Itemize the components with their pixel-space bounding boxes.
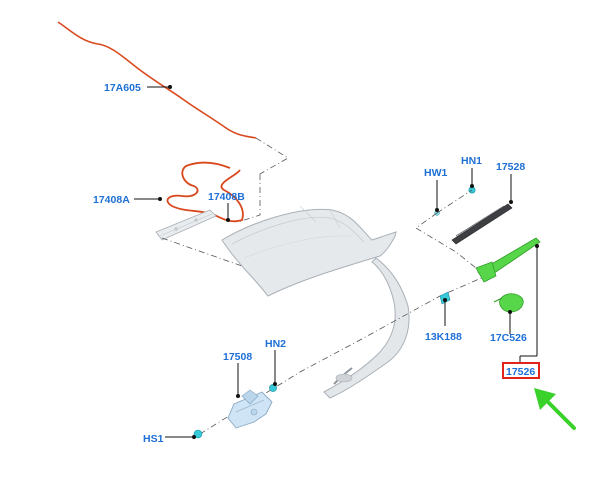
green-arrow-icon (534, 388, 576, 430)
dash-line-hose-box (237, 137, 289, 223)
label-13k188[interactable]: 13K188 (425, 331, 462, 343)
label-hs1[interactable]: HS1 (143, 433, 164, 445)
dash-line-blade-box (415, 189, 487, 277)
wiper-blade (451, 203, 513, 245)
washer-hose (57, 21, 257, 139)
label-17408b[interactable]: 17408B (208, 191, 245, 203)
label-17408a[interactable]: 17408A (93, 194, 130, 206)
wiper-arm-highlighted (475, 237, 541, 283)
label-hn2[interactable]: HN2 (265, 338, 286, 350)
clip-hs1 (193, 429, 203, 439)
label-17528[interactable]: 17528 (496, 161, 525, 173)
wiper-arm-cap (493, 293, 524, 313)
label-17c526[interactable]: 17C526 (490, 332, 527, 344)
liftgate-frame (323, 257, 410, 399)
hose-loop (166, 161, 244, 223)
label-17a605[interactable]: 17A605 (104, 82, 141, 94)
dash-line-motor-wiper (199, 275, 487, 435)
label-hw1[interactable]: HW1 (424, 167, 447, 179)
wiper-motor (227, 389, 273, 429)
hose-bracket (155, 209, 217, 241)
clip-hn2 (269, 384, 277, 392)
label-hn1[interactable]: HN1 (461, 155, 482, 167)
label-17508[interactable]: 17508 (223, 351, 252, 363)
label-17526[interactable]: 17526 (506, 366, 535, 378)
highlight-box (502, 362, 540, 379)
liftgate-glass (221, 205, 397, 297)
leader-lines (134, 85, 539, 439)
